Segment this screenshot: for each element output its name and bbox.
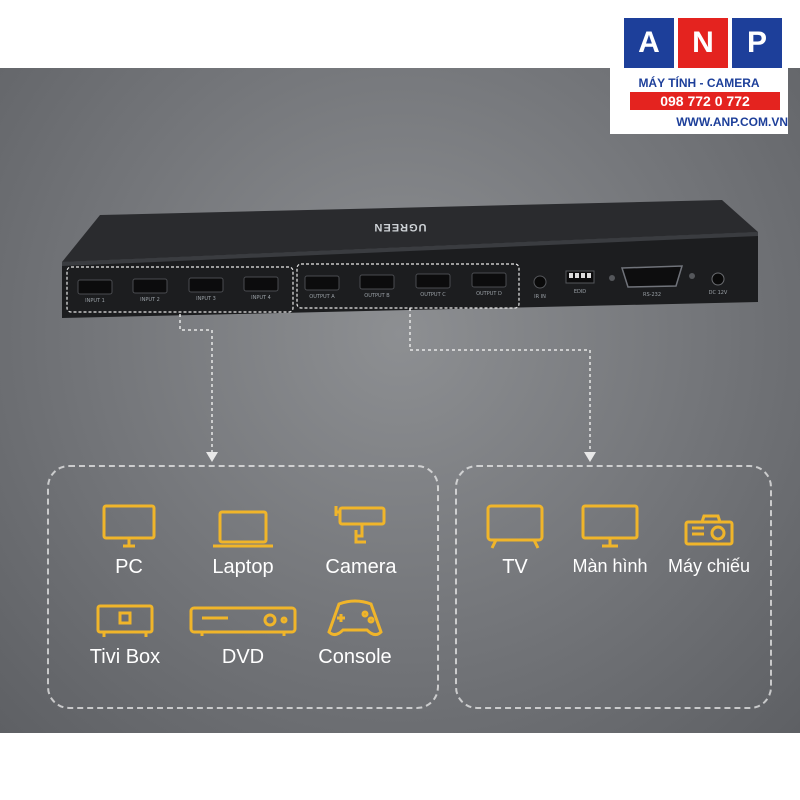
displays-panel [455,465,772,709]
sources-panel [47,465,439,709]
pc-monitor-icon [74,500,184,550]
source-pc: PC [74,500,184,579]
display-label: TV [502,556,528,578]
monitor-icon [555,500,665,550]
logo-website: WWW.ANP.COM.VN [676,115,788,129]
display-projector: Máy chiếu [654,500,764,577]
hdmi-port-input-3 [188,277,224,293]
source-label: Tivi Box [89,646,161,668]
source-camera: Camera [306,500,416,579]
logo-letter-p: P [732,18,782,68]
logo-phone: 098 772 0 772 [630,92,780,110]
brand-text: UGREEN [373,221,426,233]
display-label: Màn hình [572,556,648,576]
dc-power-port [711,272,725,286]
anp-logo: A N P MÁY TÍNH - CAMERA 098 772 0 772 WW… [610,14,788,134]
device-front-face [62,232,758,318]
output-arrow-line [409,308,591,455]
outputs-group-box [296,263,520,309]
hdmi-port-output-a [304,275,340,291]
ir-label: IR IN [534,294,546,300]
tv-icon [460,500,570,550]
input-arrow-line [179,314,213,455]
hdmi-port-input-1 [77,279,113,295]
display-tv: TV [460,500,570,579]
gamepad-icon [300,590,410,640]
display-label: Máy chiếu [667,556,751,576]
source-label: Console [318,646,392,668]
rs232-port [620,265,684,288]
source-label: PC [115,556,143,578]
hdmi-port-output-d [471,272,507,288]
output-arrow-head [584,452,596,462]
source-label: Camera [325,556,397,578]
source-tvbox: Tivi Box [70,590,180,669]
source-label: DVD [221,646,265,668]
ir-port [533,275,547,289]
logo-letter-a: A [624,18,674,68]
source-laptop: Laptop [188,500,298,579]
logo-letter-n: N [678,18,728,68]
input-2-label: INPUT 2 [140,297,160,303]
camera-icon [306,500,416,550]
connection-arrows [179,308,591,455]
output-b-label: OUTPUT B [364,293,390,299]
hdmi-port-input-2 [132,278,168,294]
hdmi-port-input-4 [243,276,279,292]
projector-icon [654,500,764,550]
logo-tagline: MÁY TÍNH - CAMERA [638,76,760,90]
dc-label: DC 12V [709,290,728,296]
hdmi-port-output-c [415,273,451,289]
input-arrow-head [206,452,218,462]
source-dvd: DVD [188,590,298,669]
hdmi-port-output-b [359,274,395,290]
tv-box-icon [70,590,180,640]
inputs-group-box [66,266,294,313]
output-d-label: OUTPUT D [476,291,502,297]
input-ports: INPUT 1 INPUT 2 INPUT 3 INPUT 4 [77,276,279,304]
rs232-label: RS-232 [643,292,661,298]
edid-label: EDID [574,289,586,295]
device-top-face [62,200,758,262]
source-console: Console [300,590,410,669]
display-monitor: Màn hình [555,500,665,577]
background-stage [0,68,800,733]
laptop-icon [188,500,298,550]
output-c-label: OUTPUT C [420,292,446,298]
output-a-label: OUTPUT A [309,294,335,300]
output-ports: OUTPUT A OUTPUT B OUTPUT C OUTPUT D [304,272,507,300]
source-label: Laptop [212,556,274,578]
input-1-label: INPUT 1 [85,298,105,304]
input-3-label: INPUT 3 [196,296,216,302]
dvd-player-icon [188,590,298,640]
input-4-label: INPUT 4 [251,295,271,301]
